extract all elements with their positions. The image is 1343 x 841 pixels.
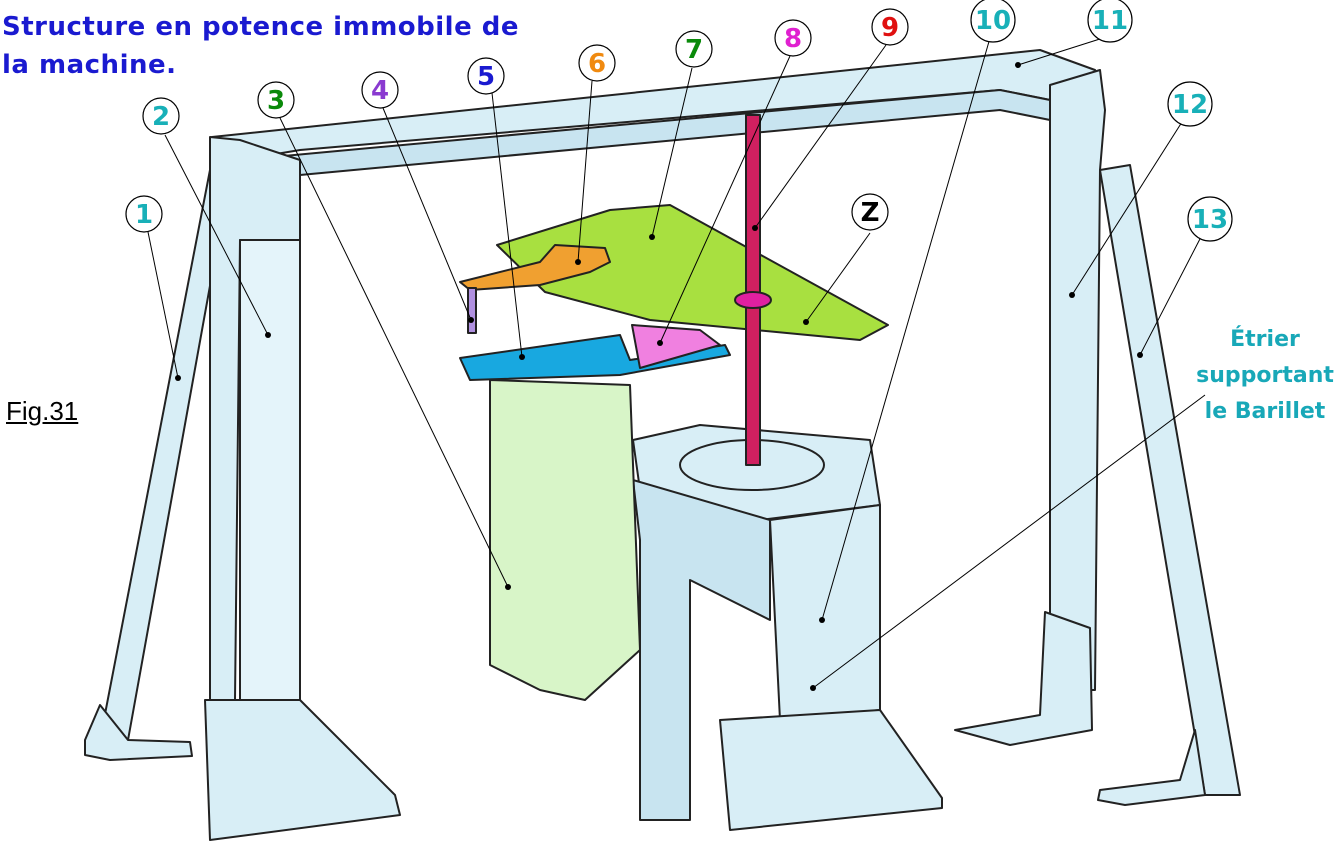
stirrup-foot bbox=[719, 709, 943, 831]
left-foot bbox=[84, 704, 193, 761]
callout-circle bbox=[578, 44, 616, 82]
callout-circle bbox=[1187, 196, 1233, 242]
callout-label: Z bbox=[861, 198, 880, 228]
callout-circle bbox=[871, 8, 909, 46]
callout-4: 4 bbox=[361, 71, 399, 109]
etrier-label: Étrier supportant le Barillet bbox=[1190, 322, 1340, 430]
rod bbox=[467, 287, 477, 334]
left-bracket-foot bbox=[204, 699, 401, 841]
callout-8: 8 bbox=[774, 19, 812, 57]
callout-label: 1 bbox=[135, 200, 153, 230]
orange-arm bbox=[459, 244, 611, 291]
pink-gusset bbox=[631, 324, 721, 369]
right-foot bbox=[1097, 729, 1206, 806]
callout-label: 13 bbox=[1192, 205, 1228, 235]
callout-circle bbox=[675, 30, 713, 68]
etrier-label-line-3: le Barillet bbox=[1204, 399, 1326, 424]
callout-5: 5 bbox=[467, 57, 505, 95]
callout-circle bbox=[970, 0, 1016, 43]
callout-label: 5 bbox=[477, 62, 495, 92]
callout-circle bbox=[851, 193, 889, 231]
guard-plate bbox=[489, 379, 641, 701]
callout-11: 11 bbox=[1087, 0, 1133, 43]
stirrup-front-wall bbox=[769, 504, 881, 721]
callout-circle bbox=[774, 19, 812, 57]
callout-circle bbox=[125, 195, 163, 233]
green-plate bbox=[496, 204, 889, 341]
diagram-title: Structure en potence immobile de la mach… bbox=[2, 8, 562, 84]
callout-10: 10 bbox=[970, 0, 1016, 43]
callout-circle bbox=[1167, 81, 1213, 127]
callout-1: 1 bbox=[125, 195, 163, 233]
right-upright bbox=[1049, 69, 1106, 691]
callout-label: 6 bbox=[588, 49, 606, 79]
callout-label: 3 bbox=[267, 86, 285, 116]
callout-12: 12 bbox=[1167, 81, 1213, 127]
callout-label: 2 bbox=[152, 102, 170, 132]
callout-13: 13 bbox=[1187, 196, 1233, 242]
leader-lines bbox=[147, 37, 1206, 689]
callout-label: 12 bbox=[1172, 90, 1208, 120]
callout-label: 9 bbox=[881, 13, 899, 43]
shaft-nut bbox=[734, 291, 772, 309]
callout-z: Z bbox=[851, 193, 889, 231]
callout-6: 6 bbox=[578, 44, 616, 82]
right-diagonal-leg bbox=[1099, 164, 1241, 796]
callout-circle bbox=[361, 71, 399, 109]
callout-circle bbox=[1087, 0, 1133, 43]
callout-7: 7 bbox=[675, 30, 713, 68]
callout-label: 7 bbox=[685, 35, 703, 65]
callout-label: 8 bbox=[784, 24, 802, 54]
callout-circle bbox=[142, 97, 180, 135]
etrier-label-line-2: supportant bbox=[1196, 363, 1334, 388]
shaft bbox=[745, 114, 761, 466]
callout-9: 9 bbox=[871, 8, 909, 46]
blue-plate bbox=[459, 334, 731, 381]
right-foot-bracket bbox=[954, 611, 1093, 746]
left-upright-face bbox=[239, 239, 301, 701]
title-line-1: Structure en potence immobile de bbox=[2, 12, 520, 42]
callout-circle bbox=[467, 57, 505, 95]
callout-circle bbox=[257, 81, 295, 119]
leader-dots bbox=[175, 62, 1143, 691]
title-line-2: la machine. bbox=[2, 50, 177, 80]
callout-2: 2 bbox=[142, 97, 180, 135]
etrier-label-line-1: Étrier bbox=[1230, 327, 1300, 352]
callout-label: 10 bbox=[975, 6, 1011, 36]
figure-label: Fig.31 bbox=[6, 396, 79, 426]
callout-label: 11 bbox=[1092, 6, 1128, 36]
callout-3: 3 bbox=[257, 81, 295, 119]
callout-label: 4 bbox=[371, 76, 389, 106]
